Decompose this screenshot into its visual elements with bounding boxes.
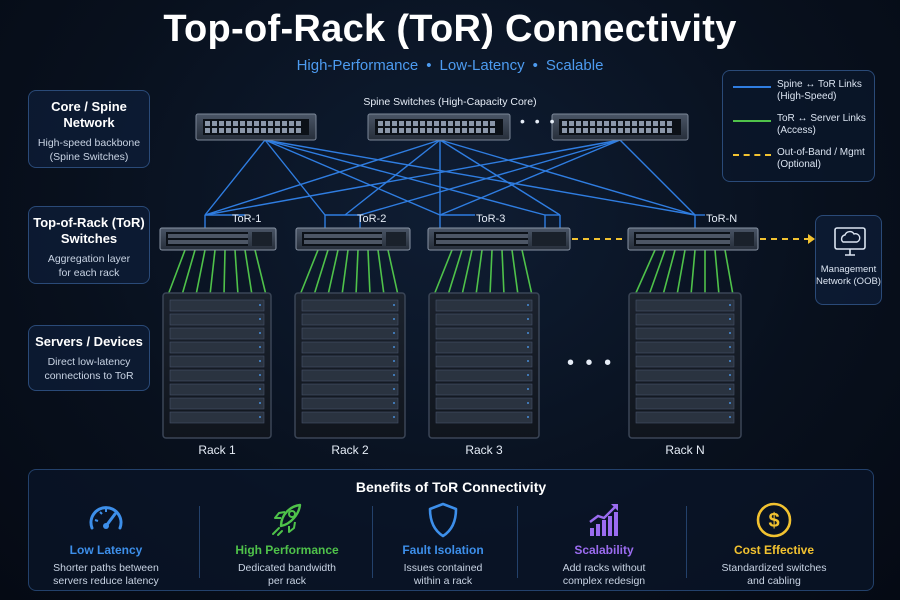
legend-text: Out-of-Band / Mgmt (Optional)	[777, 147, 865, 170]
legend-item-spine: Spine ↔ ToR Links (High-Speed)	[729, 79, 868, 113]
divider	[686, 506, 687, 578]
legend-item-mgmt: Out-of-Band / Mgmt (Optional)	[729, 147, 868, 181]
tor-switch-n	[627, 227, 759, 251]
spine-link	[204, 139, 621, 216]
benefits-panel: Benefits of ToR Connectivity Low Latency…	[28, 469, 874, 591]
legend-swatch	[733, 86, 771, 88]
layer-desc: Aggregation layer for each rack	[47, 253, 131, 279]
management-network-box: Management Network (OOB)	[815, 215, 882, 305]
benefit-desc: Issues contained within a rack	[403, 562, 483, 587]
tor-switch-3	[427, 227, 571, 251]
tor-label-2: ToR-2	[357, 213, 387, 225]
spine-link	[344, 139, 441, 216]
spine-link	[264, 139, 441, 216]
spine-link	[204, 139, 441, 216]
spine-link	[619, 139, 696, 216]
benefit-desc: Shorter paths between servers reduce lat…	[53, 562, 159, 587]
spine-switch	[367, 113, 511, 141]
benefit-title: Scalability	[574, 543, 634, 557]
benefit-desc: Standardized switches and cabling	[721, 562, 827, 587]
page-title: Top-of-Rack (ToR) Connectivity	[163, 8, 737, 50]
legend-swatch	[733, 120, 771, 122]
rack-ellipsis: • • •	[567, 352, 615, 374]
benefit-title: Low Latency	[69, 543, 143, 557]
rack-3	[428, 292, 540, 439]
layer-title: Top-of-Rack (ToR) Switches	[33, 215, 145, 246]
dollar-coin-icon: $	[756, 502, 792, 538]
rack-label-n: Rack N	[665, 443, 705, 457]
subtitle-latency: Low-Latency	[439, 57, 525, 74]
divider	[199, 506, 200, 578]
management-label: Management Network (OOB)	[816, 264, 881, 287]
speedometer-icon	[89, 506, 123, 530]
rack-label-2: Rack 2	[331, 443, 369, 457]
spine-switch	[551, 113, 689, 141]
spine-link	[264, 139, 546, 216]
legend-text: ToR ↔ Server Links (Access)	[777, 113, 866, 136]
spine-link	[439, 139, 561, 216]
layer-title: Core / Spine Network	[51, 99, 127, 130]
spine-link	[359, 139, 621, 216]
spine-switch	[195, 113, 317, 141]
rack-n	[628, 292, 742, 439]
layer-title: Servers / Devices	[35, 334, 143, 349]
tor-label-3: ToR-3	[476, 213, 506, 225]
legend: Spine ↔ ToR Links (High-Speed) ToR ↔ Ser…	[722, 70, 875, 182]
legend-swatch	[733, 154, 771, 156]
legend-text: Spine ↔ ToR Links (High-Speed)	[777, 79, 862, 102]
tor-label-n: ToR-N	[706, 213, 738, 225]
svg-text:$: $	[768, 510, 779, 532]
spine-ellipsis: • • •	[520, 113, 558, 129]
subtitle-separator: •	[426, 57, 432, 74]
mgmt-arrow	[808, 234, 815, 244]
legend-item-server: ToR ↔ Server Links (Access)	[729, 113, 868, 147]
benefit-desc: Add racks without complex redesign	[562, 562, 646, 587]
monitor-cloud-icon	[834, 227, 866, 256]
topology-diagram	[159, 113, 815, 439]
spine-label: Spine Switches (High-Capacity Core)	[363, 96, 537, 108]
shield-icon	[428, 502, 458, 538]
divider	[372, 506, 373, 578]
spine-link	[439, 139, 621, 216]
subtitle-performance: High-Performance	[296, 57, 419, 74]
subtitle: High-Performance • Low-Latency • Scalable	[0, 57, 900, 74]
subtitle-scalable: Scalable	[545, 57, 604, 74]
subtitle-separator: •	[532, 57, 538, 74]
tor-label-1: ToR-1	[232, 213, 262, 225]
spine-link	[204, 139, 266, 216]
rack-2	[294, 292, 406, 439]
spine-links	[204, 139, 705, 228]
growth-chart-icon	[589, 504, 618, 536]
layer-desc: Direct low-latency connections to ToR	[44, 356, 134, 382]
tor-switch-1	[159, 227, 277, 251]
benefits-title: Benefits of ToR Connectivity	[355, 479, 547, 495]
divider	[517, 506, 518, 578]
rocket-icon	[272, 503, 302, 536]
rack-1	[162, 292, 272, 439]
spine-link	[264, 139, 696, 216]
rack-label-3: Rack 3	[465, 443, 503, 457]
layer-desc: High-speed backbone (Spine Switches)	[37, 137, 141, 163]
benefit-desc: Dedicated bandwidth per rack	[237, 562, 337, 587]
layer-box-servers: Servers / Devices Direct low-latency con…	[28, 325, 150, 391]
layer-box-core: Core / Spine Network High-speed backbone…	[28, 90, 150, 168]
benefit-title: Fault Isolation	[402, 543, 484, 557]
benefit-title: Cost Effective	[733, 543, 815, 557]
server-links	[167, 249, 734, 296]
tor-switch-2	[295, 227, 411, 251]
rack-label-1: Rack 1	[198, 443, 236, 457]
spine-link	[439, 139, 696, 216]
spine-link	[264, 139, 326, 216]
benefit-title: High Performance	[235, 543, 339, 557]
layer-box-tor: Top-of-Rack (ToR) Switches Aggregation l…	[28, 206, 150, 284]
